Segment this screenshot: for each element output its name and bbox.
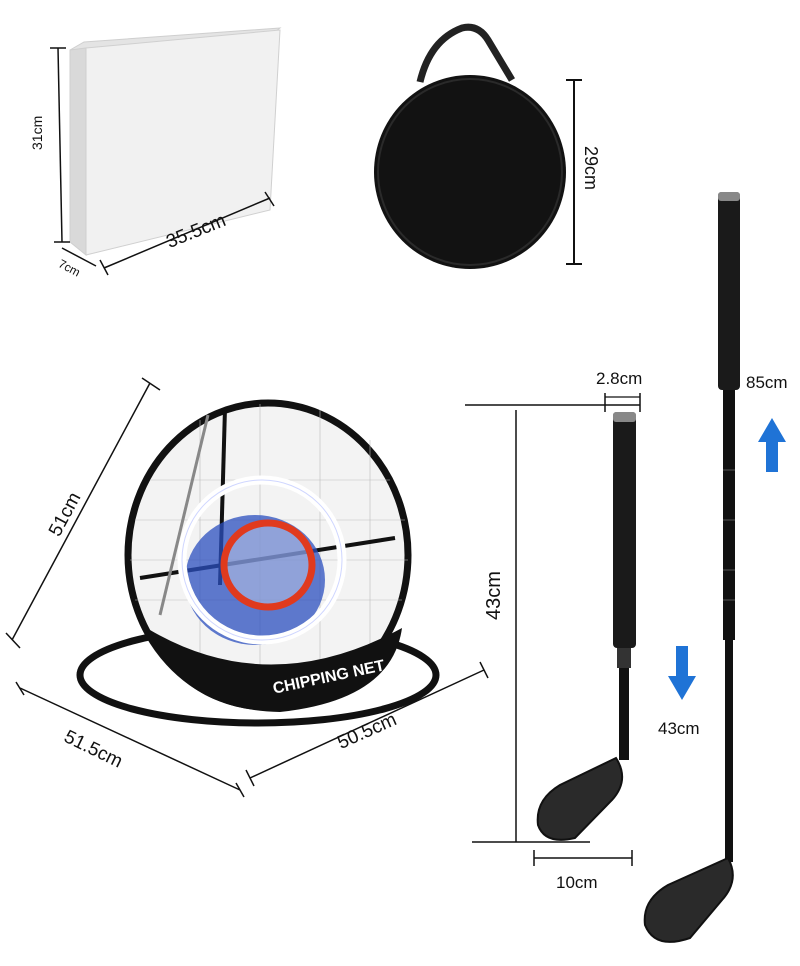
long-club-collapsed-label: 43cm bbox=[658, 719, 700, 738]
collapse-down-arrow-icon bbox=[668, 646, 696, 700]
short-club bbox=[465, 393, 641, 866]
bag-height-label: 29cm bbox=[581, 146, 601, 191]
short-club-grip-width-label: 2.8cm bbox=[596, 369, 643, 388]
short-club-head-width-label: 10cm bbox=[556, 873, 598, 892]
chipping-net bbox=[76, 399, 440, 727]
carry-bag bbox=[374, 23, 582, 269]
long-club bbox=[643, 192, 740, 943]
extend-up-arrow-icon bbox=[758, 418, 786, 472]
box-height-label: 31cm bbox=[29, 115, 45, 150]
shipping-box bbox=[50, 27, 282, 276]
short-club-length-label: 43cm bbox=[483, 571, 505, 620]
net-dimensions bbox=[5, 377, 489, 798]
long-club-extended-label: 85cm bbox=[746, 373, 788, 392]
